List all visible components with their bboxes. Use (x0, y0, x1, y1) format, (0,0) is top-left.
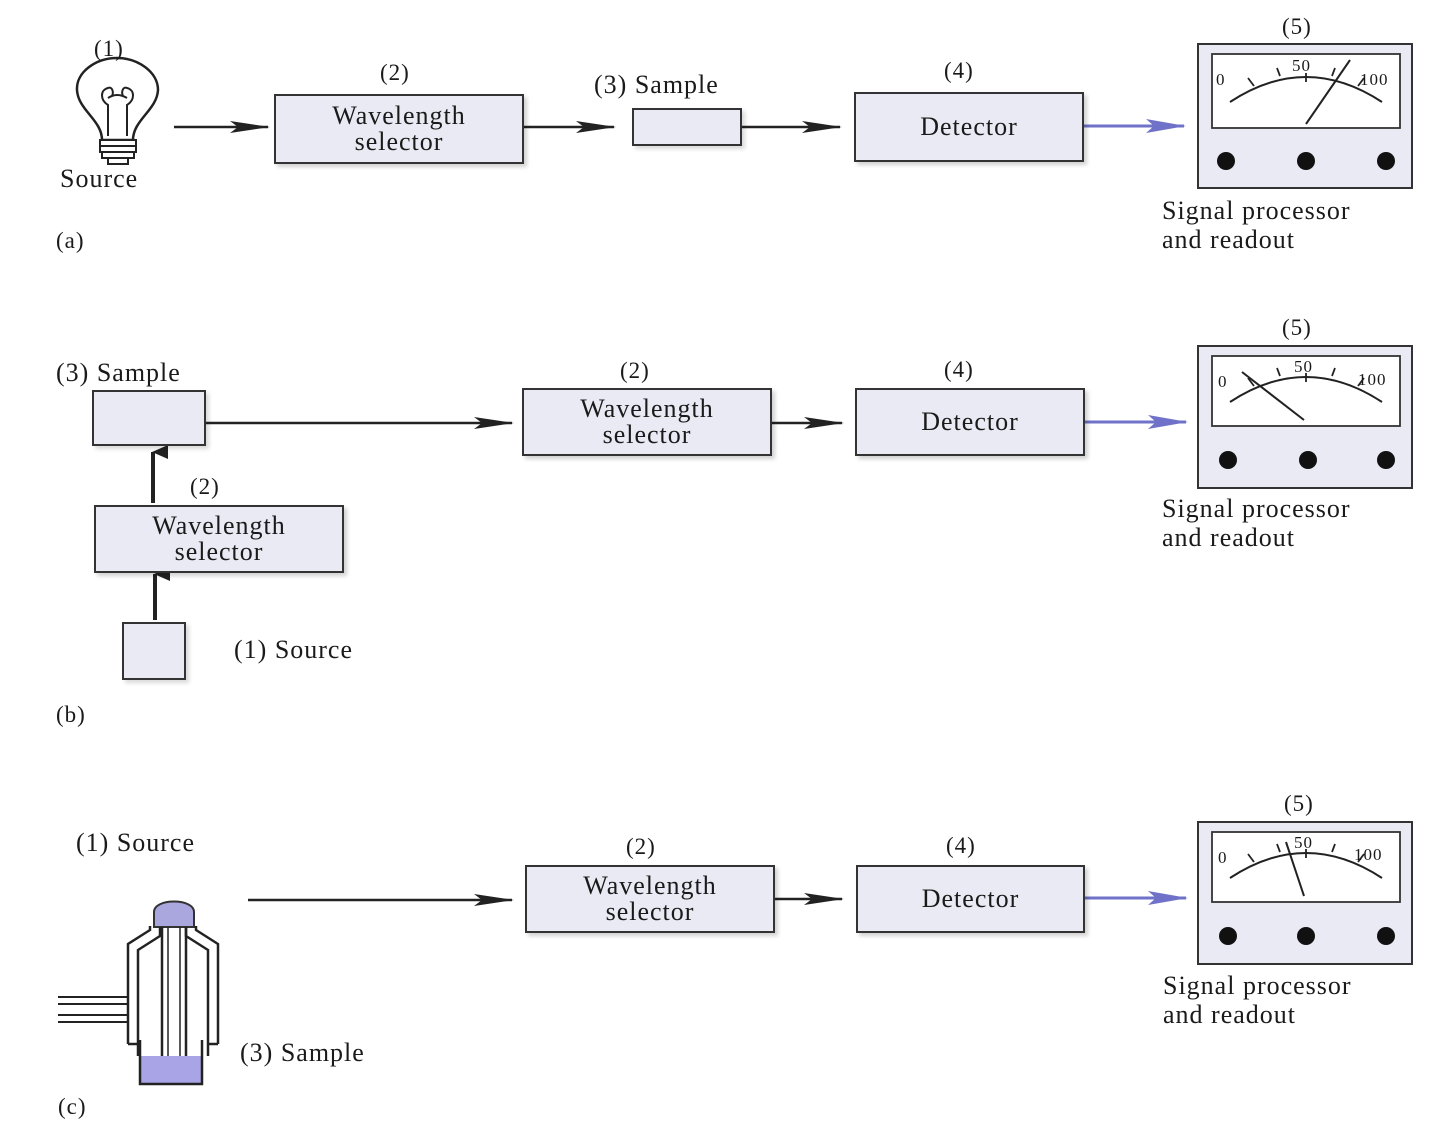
analog-meter-icon (1197, 43, 1413, 189)
readout-line2-b: and readout (1162, 523, 1296, 552)
meter-tick-50-c: 50 (1294, 833, 1313, 852)
detector-c: Detector (856, 865, 1085, 933)
source-label-a: Source (60, 164, 139, 193)
source-number-a: (1) (94, 36, 124, 61)
selector-vertical-line1-b: Wavelength (152, 511, 286, 540)
panel-tag-c: (c) (58, 1094, 87, 1119)
light-bulb-icon (75, 56, 160, 165)
detector-number-b: (4) (944, 357, 974, 382)
sample-cell-b (92, 390, 206, 446)
meter-number-b: (5) (1282, 315, 1312, 340)
selector-line1-c: Wavelength (583, 871, 717, 900)
readout-line1-a: Signal processor (1162, 196, 1351, 225)
detector-label-b: Detector (921, 407, 1019, 436)
detector-b: Detector (855, 388, 1085, 456)
source-label-b: (1) Source (234, 635, 354, 664)
selector-line2-a: selector (354, 127, 444, 156)
sample-label-c: (3) Sample (240, 1038, 365, 1067)
readout-caption-c: Signal processor and readout (1163, 971, 1352, 1029)
readout-line2-a: and readout (1162, 225, 1296, 254)
readout-line2-c: and readout (1163, 1000, 1297, 1029)
analog-meter-icon (1197, 345, 1413, 489)
sample-label-a: (3) Sample (594, 70, 719, 99)
panel-tag-b: (b) (56, 702, 86, 727)
meter-tick-0-a: 0 (1216, 70, 1226, 89)
selector-line2-c: selector (605, 897, 695, 926)
meter-number-c: (5) (1284, 791, 1314, 816)
meter-number-a: (5) (1282, 14, 1312, 39)
meter-tick-0-b: 0 (1218, 372, 1228, 391)
readout-caption-a: Signal processor and readout (1162, 196, 1351, 254)
selector-line1-a: Wavelength (332, 101, 466, 130)
meter-tick-0-c: 0 (1218, 848, 1228, 867)
meter-tick-100-a: 100 (1360, 70, 1389, 89)
flame-burner-icon (58, 900, 220, 1086)
readout-line1-b: Signal processor (1162, 494, 1351, 523)
source-label-c: (1) Source (76, 828, 196, 857)
detector-a: Detector (854, 92, 1084, 162)
analog-meter-icon (1197, 821, 1413, 965)
detector-number-c: (4) (946, 833, 976, 858)
selector-number-c: (2) (626, 834, 656, 859)
meter-tick-50-b: 50 (1294, 357, 1313, 376)
readout-caption-b: Signal processor and readout (1162, 494, 1351, 552)
selector-line2-b: selector (602, 420, 692, 449)
sample-cell-a (632, 108, 742, 146)
selector-number-b: (2) (620, 358, 650, 383)
meter-tick-100-b: 100 (1358, 370, 1387, 389)
panel-tag-a: (a) (56, 228, 85, 253)
selector-vertical-line2-b: selector (174, 537, 264, 566)
detector-number-a: (4) (944, 58, 974, 83)
selector-line1-b: Wavelength (580, 394, 714, 423)
meter-tick-100-c: 100 (1354, 845, 1383, 864)
selector-vertical-number-b: (2) (190, 474, 220, 499)
source-box-b (122, 622, 186, 680)
readout-line1-c: Signal processor (1163, 971, 1352, 1000)
detector-label-c: Detector (921, 884, 1020, 913)
selector-number-a: (2) (380, 60, 410, 85)
meter-tick-50-a: 50 (1292, 56, 1311, 75)
sample-label-b: (3) Sample (56, 358, 181, 387)
detector-label-a: Detector (920, 112, 1018, 141)
